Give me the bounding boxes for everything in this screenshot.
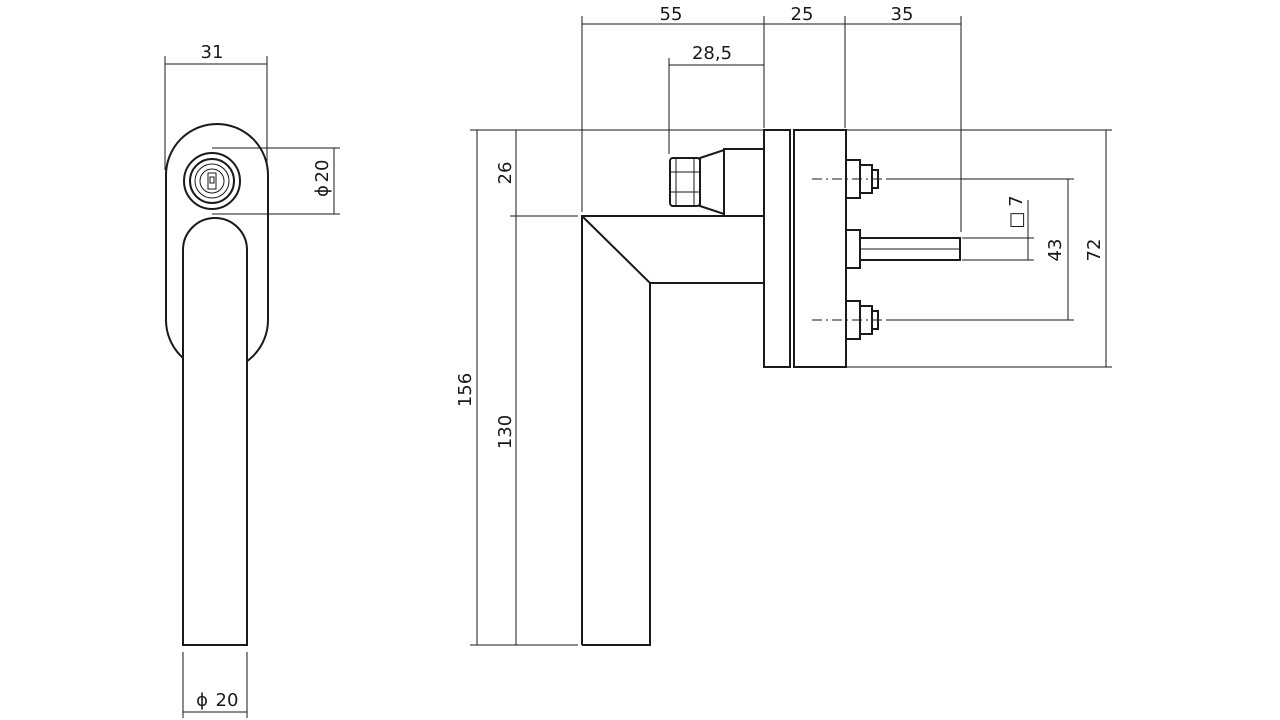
dim-top-chain: 55 25 35	[581, 4, 962, 232]
dim-grip-length-label: 130	[495, 415, 516, 449]
dim-cylinder-offset: 28,5	[668, 43, 764, 154]
dim-cylinder-diameter: ϕ 20	[212, 147, 340, 215]
dim-spindle-length-label: 35	[891, 4, 914, 25]
rose-plate-inner	[793, 129, 847, 368]
dim-neck-height-label: 26	[495, 162, 516, 185]
dim-grip-symbol: ϕ	[196, 690, 208, 711]
dim-screw-spacing: 43	[1045, 179, 1069, 320]
dim-screw-spacing-label: 43	[1045, 239, 1066, 262]
dim-rose-height-label: 72	[1084, 239, 1105, 262]
dim-grip-diameter: ϕ 20	[182, 652, 248, 718]
dim-spindle-square-label: 7	[1006, 195, 1027, 206]
spindle-icon	[845, 229, 961, 269]
cylinder-side-icon	[669, 148, 765, 217]
dim-width-label: 31	[201, 42, 224, 63]
dim-grip-label: 20	[216, 690, 239, 711]
front-grip	[182, 217, 248, 646]
dim-spindle-square: □ 7	[1006, 195, 1029, 260]
dim-width: 31	[164, 42, 268, 170]
dim-lever-length-label: 55	[660, 4, 683, 25]
dim-total-height-label: 156	[455, 373, 476, 407]
lever-body	[581, 215, 764, 646]
rose-plate-outer	[763, 129, 791, 368]
side-view: 55 25 35 28,5 156 26	[455, 4, 1112, 646]
dim-rose-depth-label: 25	[791, 4, 814, 25]
dim-cylinder-label: 20	[312, 160, 333, 183]
front-view: 31 ϕ 20 ϕ 20	[164, 42, 340, 718]
cylinder-icon	[183, 152, 241, 210]
dim-spindle-square-symbol: □	[1006, 211, 1027, 228]
dim-rose-height: 72	[1084, 130, 1107, 367]
dim-neck-height: 26	[495, 130, 517, 216]
dim-cylinder-offset-label: 28,5	[692, 43, 732, 64]
dim-total-height: 156	[455, 130, 478, 645]
dim-cylinder-symbol: ϕ	[312, 185, 333, 197]
dim-grip-length: 130	[495, 216, 517, 645]
